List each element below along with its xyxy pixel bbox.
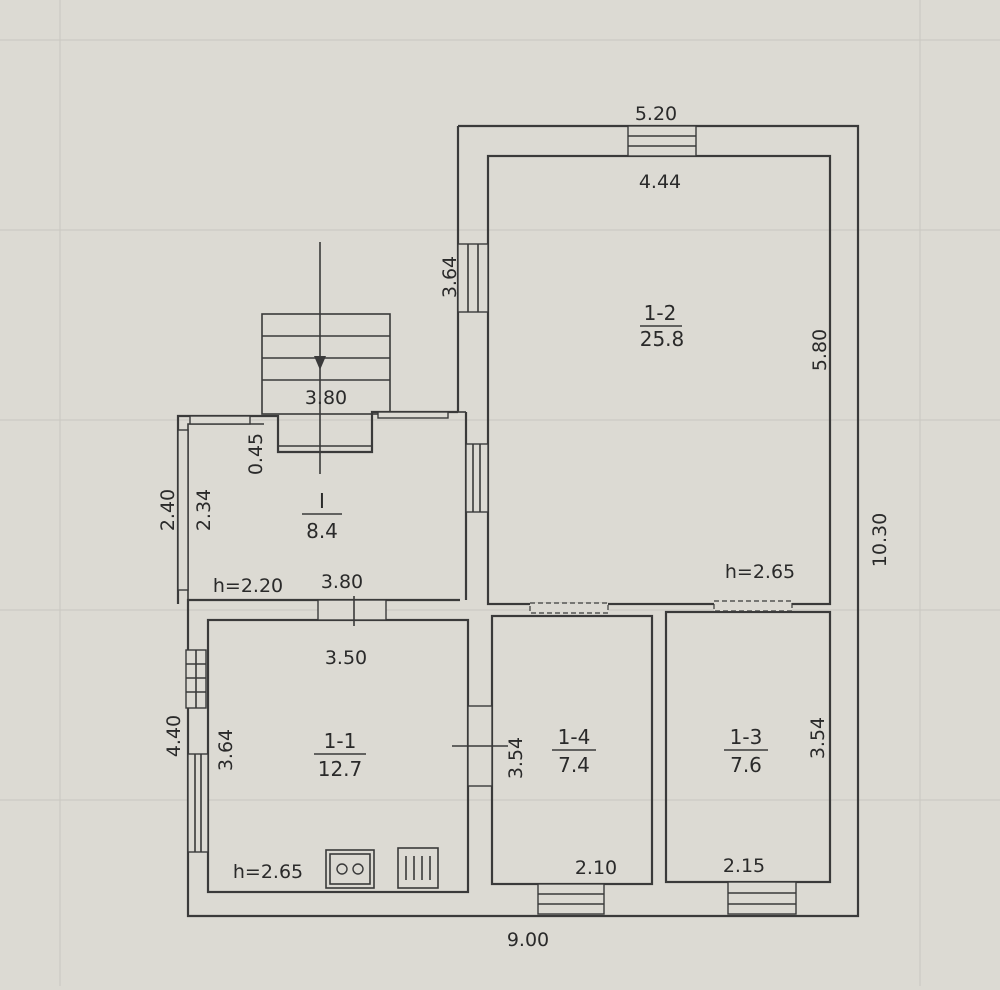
dim-1-2-top: 4.44	[639, 171, 681, 193]
dim-1-4-left: 3.54	[505, 737, 527, 779]
room-1-2-area: 25.8	[640, 327, 685, 351]
room-1-2	[486, 154, 832, 606]
window-left-upper	[457, 243, 489, 313]
sink-icon	[397, 847, 439, 889]
window-porch-top	[189, 411, 449, 425]
window-left-lower	[465, 443, 489, 513]
room-1-3-area: 7.6	[730, 753, 762, 777]
dim-outer-top: 5.20	[635, 103, 677, 125]
dim-porch-height-outer: 2.40	[157, 489, 179, 531]
dim-1-4-bottom: 2.10	[575, 857, 617, 879]
room-1-2-ceiling: h=2.65	[725, 561, 795, 583]
room-1-1-area: 12.7	[318, 757, 363, 781]
dim-1-1-left-outer: 4.40	[163, 715, 185, 757]
dim-outer-bottom: 9.00	[507, 929, 549, 951]
dim-1-3-right: 3.54	[807, 717, 829, 759]
door-1-2-1-4	[529, 602, 609, 614]
room-1-2-id: 1-2	[644, 301, 677, 325]
arrow-head-icon	[314, 356, 326, 370]
dim-porch-height-inner: 2.34	[193, 489, 215, 531]
window-porch-left	[177, 429, 189, 591]
dim-porch-width: 3.80	[305, 387, 347, 409]
window-top	[627, 125, 697, 157]
dim-1-1-left-inner: 3.64	[215, 729, 237, 771]
doors	[317, 596, 793, 787]
dim-1-1-top: 3.50	[325, 647, 367, 669]
vent-grille	[185, 649, 207, 709]
dim-porch-step: 0.45	[245, 433, 267, 475]
outer-walls	[186, 124, 860, 918]
room-1-3-id: 1-3	[730, 725, 763, 749]
dim-1-2-left: 3.64	[439, 256, 461, 298]
porch-area: 8.4	[306, 519, 338, 543]
porch	[176, 242, 458, 604]
window-left-1-1	[187, 753, 209, 853]
porch-ceiling: h=2.20	[213, 575, 283, 597]
stove-icon	[325, 849, 375, 889]
room-1-4-area: 7.4	[558, 753, 590, 777]
window-bottom-1-3	[727, 881, 797, 915]
door-1-2-1-3	[713, 600, 793, 612]
dim-1-3-bottom: 2.15	[723, 855, 765, 877]
dim-porch-inner-width: 3.80	[321, 571, 363, 593]
windows	[177, 125, 797, 915]
window-bottom-1-4	[537, 883, 605, 915]
door-porch-1-1	[317, 599, 387, 621]
dimension-labels: 5.20 4.44 3.64 5.80 10.30 9.00 3.80 0.45…	[157, 103, 891, 951]
dim-outer-right: 10.30	[869, 513, 891, 567]
stairs	[261, 313, 391, 415]
porch-id: I	[319, 489, 325, 513]
dim-1-2-right: 5.80	[809, 329, 831, 371]
room-1-1-ceiling: h=2.65	[233, 861, 303, 883]
room-1-1-id: 1-1	[324, 729, 357, 753]
room-1-4-id: 1-4	[558, 725, 591, 749]
room-labels: 1-2 25.8 I 8.4 1-1 12.7 1-4 7.4 1-3 7.6	[302, 301, 768, 781]
